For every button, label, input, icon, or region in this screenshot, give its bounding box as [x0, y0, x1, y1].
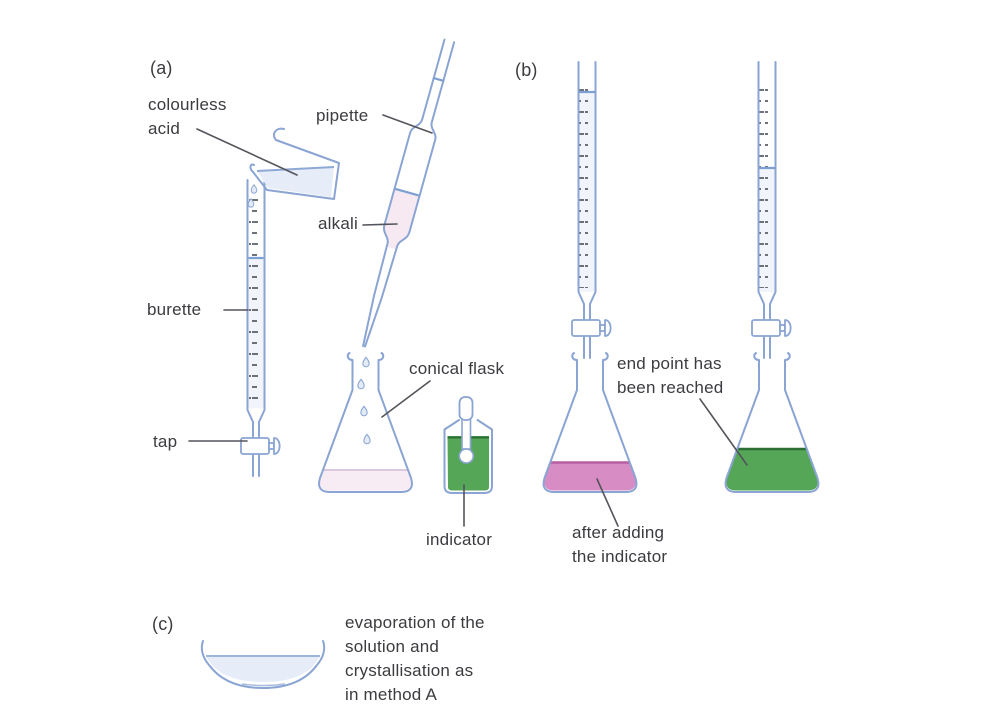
dropper-tube — [461, 418, 472, 450]
conical-flask-a — [318, 352, 413, 493]
pink-liquid — [544, 462, 636, 491]
tap-label: tap — [153, 432, 178, 451]
evaporating-dish — [200, 640, 326, 689]
colourless-acid-label: colourless acid — [148, 95, 227, 138]
burette-b2-tap — [751, 319, 792, 337]
panel-a-tag: (a) — [150, 58, 173, 78]
flask-after-indicator — [542, 352, 638, 493]
pipette — [362, 38, 456, 348]
acid-liquid — [257, 167, 334, 197]
leader-after-adding — [596, 478, 619, 527]
acid-beaker — [249, 127, 340, 200]
dish-liquid — [206, 656, 320, 682]
panel-c-tag: (c) — [152, 614, 174, 634]
leader-end-point — [699, 398, 748, 466]
burette-a — [240, 179, 281, 477]
leader-pipette — [382, 114, 433, 134]
indicator-bottle — [443, 396, 493, 494]
pipette-label: pipette — [316, 106, 369, 125]
alkali-label: alkali — [318, 214, 358, 233]
burette-b1-tap — [571, 319, 612, 337]
leader-conical-flask — [381, 380, 431, 418]
after-adding-label: after adding the indicator — [572, 523, 668, 566]
indicator-label: indicator — [426, 530, 493, 549]
burette-label: burette — [147, 300, 202, 319]
burette-b2 — [751, 61, 792, 359]
evaporation-label: evaporation of the solution and crystall… — [345, 613, 485, 704]
titrant-drops — [357, 356, 371, 445]
dropper-bulb — [458, 448, 475, 464]
leader-lines — [188, 114, 748, 527]
green-liquid — [726, 448, 818, 491]
end-point-label: end point has been reached — [617, 354, 724, 397]
leader-colourless-acid — [196, 128, 298, 176]
burette-b1 — [571, 61, 612, 359]
panel-b-tag: (b) — [515, 60, 538, 80]
alkali-liquid — [383, 188, 420, 250]
flask-end-point — [724, 352, 820, 493]
conical-flask-label: conical flask — [409, 359, 505, 378]
dropper-cap — [458, 396, 474, 421]
leader-alkali — [362, 223, 398, 226]
flask-a-liquid — [319, 470, 412, 491]
